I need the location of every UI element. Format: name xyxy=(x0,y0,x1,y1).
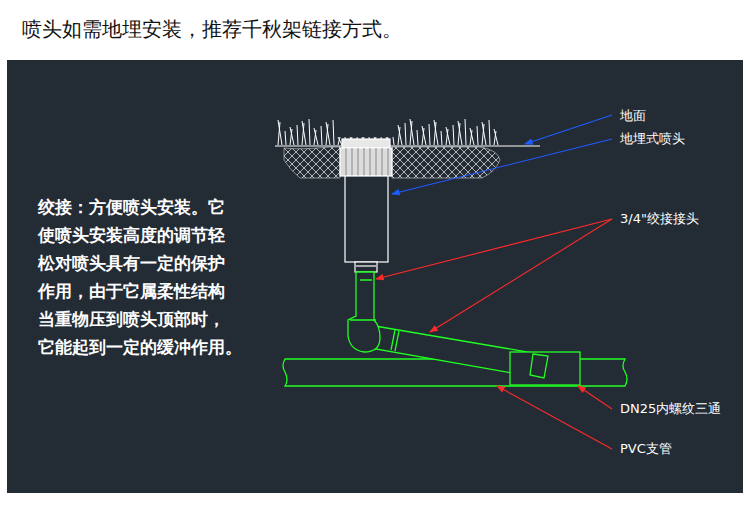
dark-panel xyxy=(7,60,743,493)
leader-line xyxy=(376,219,612,279)
note-text: 绞接：方便喷头安装。它 使喷头安装高度的调节轻 松对喷头具有一定的保护 作用，由… xyxy=(38,193,256,361)
callout-label: 3/4"绞接接头 xyxy=(620,211,699,227)
callout-label: PVC支管 xyxy=(620,441,672,457)
leader-line xyxy=(525,115,612,144)
sprinkler xyxy=(340,139,392,272)
ground-line xyxy=(275,145,540,146)
callout-label: 地埋式喷头 xyxy=(620,131,685,147)
callout-label: 地面 xyxy=(620,108,646,124)
callout-label: DN25内螺纹三通 xyxy=(620,401,721,417)
pipework xyxy=(283,272,627,386)
soil xyxy=(284,147,500,178)
leader-line xyxy=(392,139,612,194)
leader-line xyxy=(578,386,612,409)
page-title: 喷头如需地埋安装，推荐千秋架链接方式。 xyxy=(22,17,402,41)
leader-line xyxy=(497,386,612,449)
leader-line xyxy=(430,219,612,332)
